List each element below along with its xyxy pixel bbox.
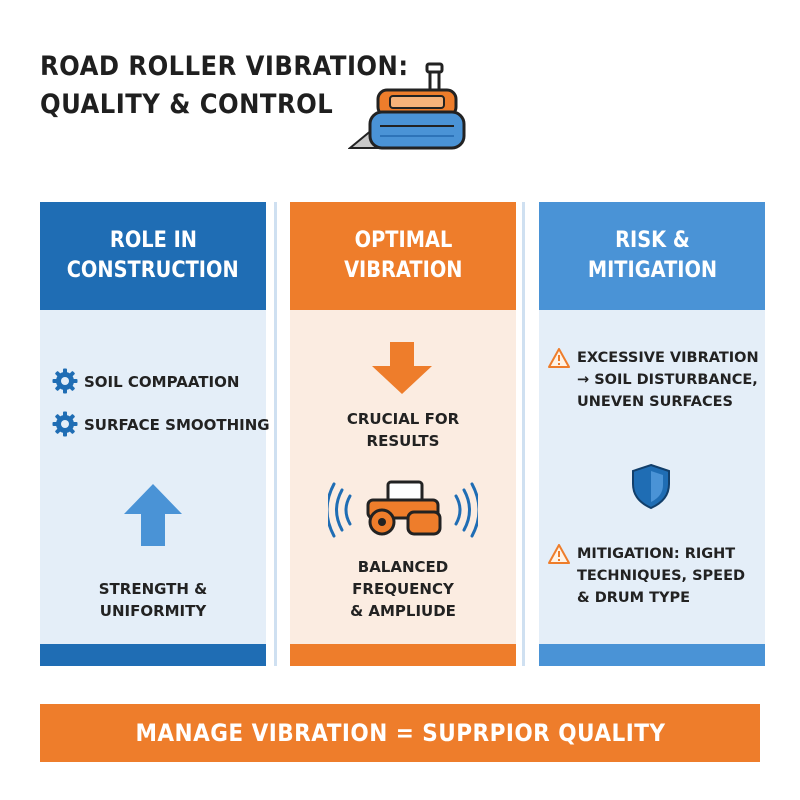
list-item: SURFACE SMOOTHING [84, 416, 270, 434]
title-line-2: QUALITY & CONTROL [40, 89, 334, 120]
column-header: ROLE IN CONSTRUCTION [40, 202, 266, 310]
vibrating-roller-icon [328, 480, 478, 538]
column-risk-mitigation: RISK & MITIGATION EXCESSIVE VIBRATION → … [539, 202, 765, 666]
column-body: SOIL COMPAATION SURFACE SMOOTHING STRENG… [40, 310, 270, 644]
column-divider [274, 202, 277, 666]
title-line-1: ROAD ROLLER VIBRATION: [40, 51, 409, 82]
caption-strength-uniformity: STRENGTH & UNIFORMITY [98, 580, 208, 620]
page-title: ROAD ROLLER VIBRATION: QUALITY & CONTROL [40, 48, 408, 124]
column-footer-bar [40, 644, 266, 666]
arrow-down-icon [372, 342, 432, 394]
column-footer-bar [290, 644, 516, 666]
gear-icon [52, 411, 78, 437]
warning-excessive-vibration: EXCESSIVE VIBRATION → SOIL DISTURBANCE, … [577, 350, 759, 410]
column-footer-bar [539, 644, 765, 666]
column-optimal-vibration: OPTIMAL VIBRATION CRUCIAL FOR RESULTS [290, 202, 516, 666]
column-role-in-construction: ROLE IN CONSTRUCTION SOIL COMPAATION [40, 202, 270, 666]
warning-icon [548, 348, 570, 368]
summary-banner: MANAGE VIBRATION = SUPRPIOR QUALITY [40, 704, 760, 762]
warning-mitigation: MITIGATION: RIGHT TECHNIQUES, SPEED & DR… [577, 546, 746, 606]
column-header: OPTIMAL VIBRATION [290, 202, 516, 310]
column-body: EXCESSIVE VIBRATION → SOIL DISTURBANCE, … [539, 310, 765, 644]
caption-crucial-for-results: CRUCIAL FOR RESULTS [346, 410, 460, 450]
column-header: RISK & MITIGATION [539, 202, 765, 310]
gear-icon [52, 368, 78, 394]
list-item: SOIL COMPAATION [84, 373, 240, 391]
column-body: CRUCIAL FOR RESULTS BALANCED FREQUENCY &… [290, 310, 516, 644]
caption-balanced-frequency: BALANCED FREQUENCY & AMPLIUDE [350, 558, 456, 620]
column-divider [522, 202, 525, 666]
road-roller-icon [348, 62, 466, 150]
shield-icon [632, 463, 670, 510]
warning-icon [548, 544, 570, 564]
arrow-up-icon [124, 484, 182, 546]
